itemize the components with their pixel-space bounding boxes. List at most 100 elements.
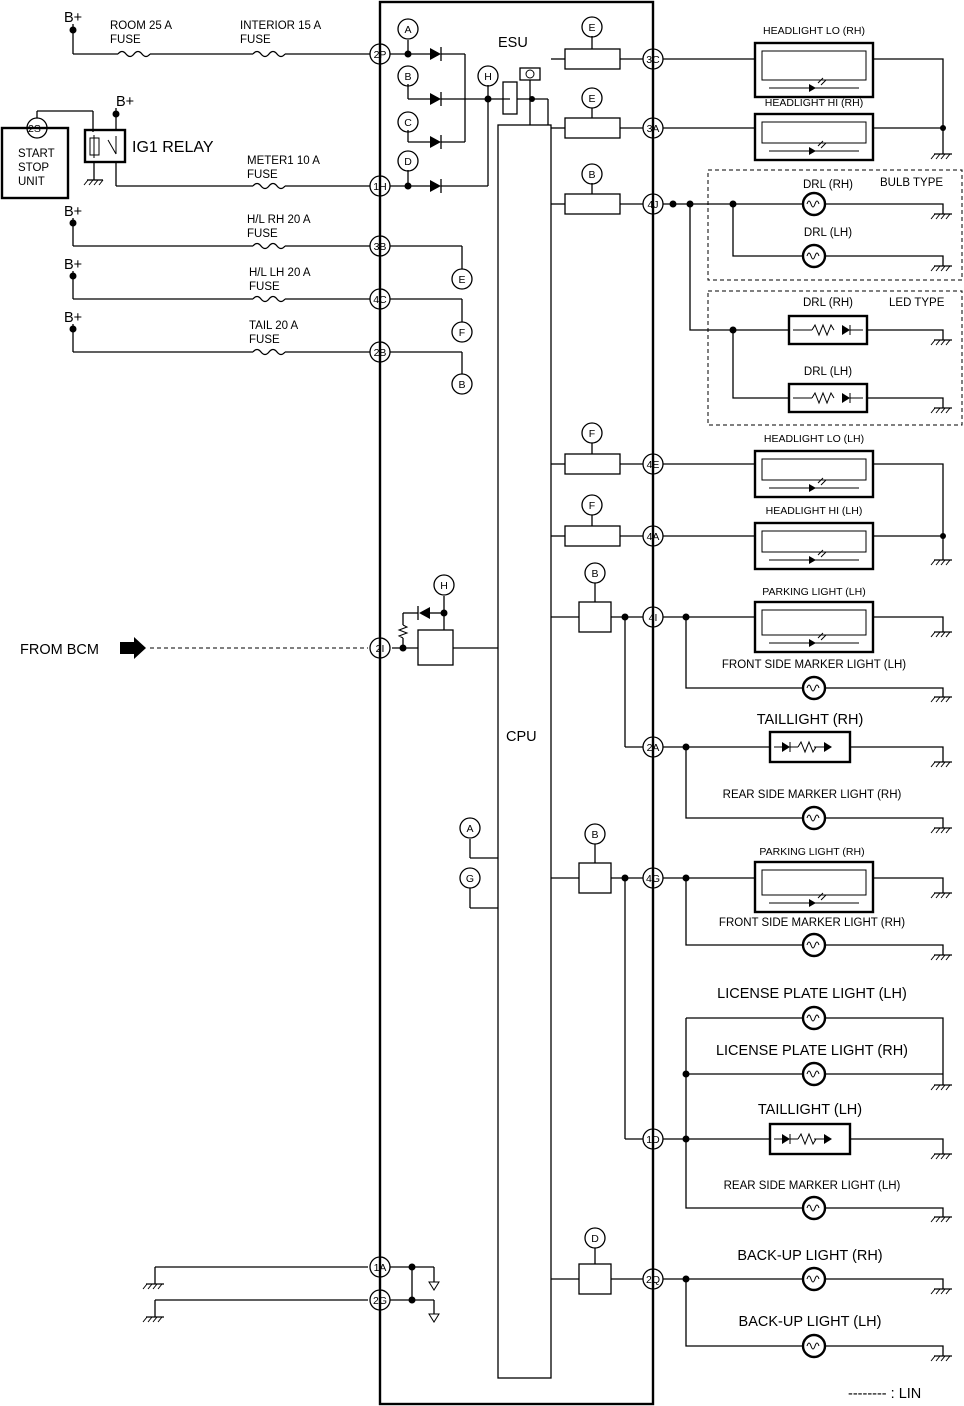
- rear-marker-lh-bulb: [801, 1195, 827, 1221]
- ig1-relay-label: IG1 RELAY: [132, 139, 214, 156]
- label-drl-lh-bulb: DRL (LH): [804, 227, 852, 239]
- terminal-3b: 3B: [369, 235, 391, 257]
- svg-text:1D: 1D: [646, 1134, 660, 1146]
- svg-text:1H: 1H: [373, 181, 386, 193]
- svg-text:F: F: [589, 500, 595, 512]
- driver-4e: [551, 443, 643, 475]
- label-headlight-lo-rh: HEADLIGHT LO (RH): [763, 25, 865, 37]
- node-g-17: G: [459, 867, 481, 889]
- room-fuse-sub: FUSE: [110, 34, 141, 46]
- headlight-hi-lh-lamp: [753, 521, 875, 571]
- svg-text:H/L LH 20 A: H/L LH 20 A: [249, 267, 311, 279]
- label-front-marker-lh: FRONT SIDE MARKER LIGHT (LH): [722, 659, 906, 671]
- terminal-2g: 2G: [369, 1289, 391, 1311]
- meter1-fuse-icon: [252, 182, 286, 190]
- svg-text:E: E: [458, 274, 465, 286]
- label-drl-lh-led: DRL (LH): [804, 366, 852, 378]
- rear-marker-rh-bulb: [801, 805, 827, 831]
- svg-text:FUSE: FUSE: [249, 334, 280, 346]
- hl-lh-supply: B+ H/L LH 20 A FUSE: [64, 257, 370, 303]
- node-a-16: A: [459, 817, 481, 839]
- driver-4g-1d: [551, 844, 643, 1140]
- taillight-rh-lamp: [768, 730, 852, 764]
- node-e-5: E: [581, 16, 603, 38]
- label-drl-rh-bulb: DRL (RH): [803, 179, 853, 191]
- node-d-12: D: [584, 1227, 606, 1249]
- node-b-10: B: [584, 562, 606, 584]
- led-type-label: LED TYPE: [889, 297, 945, 309]
- svg-text:FUSE: FUSE: [247, 228, 278, 240]
- label-license-lh: LICENSE PLATE LIGHT (LH): [717, 986, 907, 1002]
- led-type-box: [707, 290, 963, 426]
- drl-rh-bulb: [801, 191, 827, 217]
- svg-text:STOP: STOP: [18, 162, 49, 174]
- license-rh-bulb: [801, 1061, 827, 1087]
- start-stop-unit: START STOP UNIT 2S: [0, 110, 94, 200]
- svg-text:TAIL 20 A: TAIL 20 A: [249, 320, 299, 332]
- node-b-1: B: [397, 65, 419, 87]
- svg-text:3A: 3A: [647, 123, 660, 135]
- bplus-label: B+: [64, 10, 82, 26]
- interior-fuse-sub: FUSE: [240, 34, 271, 46]
- front-marker-rh-bulb: [801, 932, 827, 958]
- from-bcm-arrow-icon: [120, 637, 146, 659]
- svg-text:F: F: [589, 428, 595, 440]
- label-headlight-hi-rh: HEADLIGHT HI (RH): [765, 97, 863, 109]
- svg-text:B: B: [588, 169, 595, 181]
- cpu-inputs-ag: [469, 839, 498, 909]
- node-d-3: D: [397, 150, 419, 172]
- svg-text:UNIT: UNIT: [18, 176, 45, 188]
- svg-text:F: F: [459, 327, 465, 339]
- taillight-lh-lamp: [768, 1122, 852, 1156]
- label-backup-rh: BACK-UP LIGHT (RH): [737, 1248, 882, 1264]
- svg-text:4I: 4I: [649, 612, 658, 624]
- label-headlight-hi-lh: HEADLIGHT HI (LH): [766, 505, 863, 517]
- parking-lh-lamp: [753, 600, 875, 654]
- svg-text:3B: 3B: [374, 241, 387, 253]
- node-b-7: B: [581, 163, 603, 185]
- svg-text:3C: 3C: [646, 54, 660, 66]
- label-headlight-lo-lh: HEADLIGHT LO (LH): [764, 433, 864, 445]
- drl-lh-led: [787, 382, 869, 414]
- node-b-15: B: [451, 373, 473, 395]
- hl-rh-supply: B+ H/L RH 20 A FUSE: [64, 204, 370, 250]
- label-rear-marker-lh: REAR SIDE MARKER LIGHT (LH): [724, 1180, 901, 1192]
- svg-text:D: D: [404, 156, 412, 168]
- headlight-lo-lh-lamp: [753, 449, 875, 499]
- interior-fuse-icon: [252, 50, 286, 58]
- front-marker-lh-bulb: [801, 675, 827, 701]
- svg-text:D: D: [591, 1233, 599, 1245]
- terminal-2b: 2B: [369, 341, 391, 363]
- node-f-9: F: [581, 494, 603, 516]
- terminal-2s: 2S: [28, 123, 41, 135]
- tail-supply: B+ TAIL 20 A FUSE: [64, 310, 370, 356]
- tail-fuse-icon: [252, 348, 286, 356]
- terminal-2i: 2I: [369, 637, 391, 659]
- label-parking-rh: PARKING LIGHT (RH): [759, 846, 864, 858]
- ig1-relay: B+ IG1 RELAY METER1 10 A FUSE: [83, 94, 370, 190]
- svg-text:2I: 2I: [376, 643, 385, 655]
- label-parking-lh: PARKING LIGHT (LH): [762, 586, 865, 598]
- node-c-2: C: [397, 111, 419, 133]
- meter1-fuse-sub: FUSE: [247, 169, 278, 181]
- terminal-1h: 1H: [369, 175, 391, 197]
- svg-text:START: START: [18, 148, 55, 160]
- room-fuse-label: ROOM 25 A: [110, 20, 172, 32]
- drl-rh-led: [787, 314, 869, 346]
- backup-rh-bulb: [801, 1266, 827, 1292]
- node-h-4: H: [477, 65, 499, 87]
- svg-text:4J: 4J: [647, 199, 658, 211]
- cpu-label: CPU: [506, 729, 537, 745]
- driver-4a: [551, 515, 643, 547]
- terminal-1a: 1A: [369, 1256, 391, 1278]
- room-fuse-icon: [117, 50, 151, 58]
- esu-module-box: [378, 0, 655, 1406]
- backup-lh-bulb: [801, 1333, 827, 1359]
- svg-text:2G: 2G: [373, 1295, 387, 1307]
- bulb-type-label: BULB TYPE: [880, 177, 943, 189]
- room-interior-supply: B+ ROOM 25 A FUSE INTERIOR 15 A FUSE: [64, 10, 370, 58]
- driver-4i-2a: [551, 583, 643, 748]
